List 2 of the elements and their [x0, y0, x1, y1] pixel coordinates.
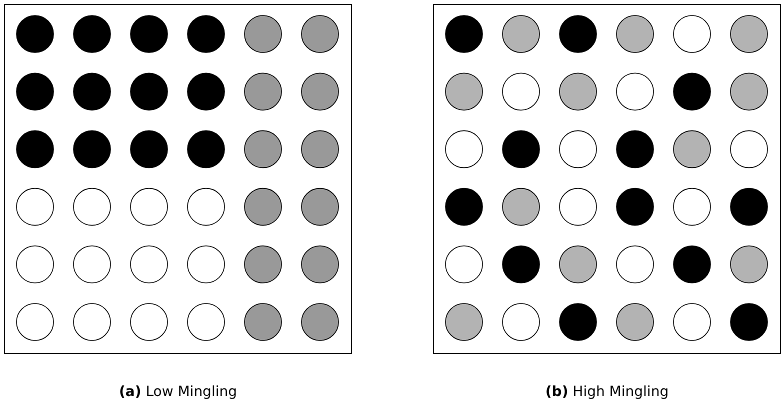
panel-caption: (a) Low Mingling	[118, 384, 238, 400]
panel-caption: (b) High Mingling	[544, 384, 670, 400]
